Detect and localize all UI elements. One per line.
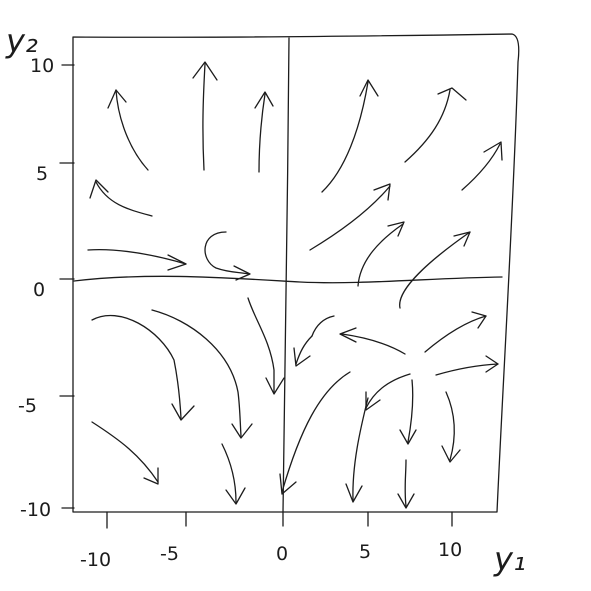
arrow-lr-3 xyxy=(424,311,487,353)
y-tick-label--10: -10 xyxy=(20,499,51,521)
arrow-ul-2 xyxy=(192,61,218,171)
arrow-ll-4 xyxy=(91,421,159,485)
y-tick-label-0: 0 xyxy=(33,279,45,301)
arrow-ll-3 xyxy=(247,297,285,395)
arrow-ur-1 xyxy=(321,79,379,193)
y1-axis-line xyxy=(73,275,503,284)
arrow-ll-1 xyxy=(91,314,195,421)
arrow-lr-9 xyxy=(441,391,461,463)
arrow-lr-6 xyxy=(365,373,411,411)
y-axis-label: y₂ xyxy=(5,22,38,60)
arrow-lr-4 xyxy=(435,355,499,376)
y-tick-label--5: -5 xyxy=(18,395,37,417)
arrow-ll-2 xyxy=(151,309,253,439)
arrow-lr-5 xyxy=(279,371,351,495)
x-axis-label: y₁ xyxy=(493,540,526,578)
arrow-ll-5 xyxy=(221,443,246,505)
arrow-ul-5 xyxy=(87,249,187,271)
x-tick-label-5: 5 xyxy=(359,541,371,563)
arrow-lr-1 xyxy=(293,315,335,367)
arrow-ul-4 xyxy=(89,179,153,217)
arrow-ur-3 xyxy=(461,141,503,191)
arrow-lr-10 xyxy=(397,459,415,509)
x-tick-label--10: -10 xyxy=(80,549,111,571)
arrow-ur-2 xyxy=(404,87,467,163)
arrow-ur-4 xyxy=(309,183,391,251)
x-tick-label-0: 0 xyxy=(276,543,288,565)
arrow-ul-3 xyxy=(254,91,274,173)
x-tick-label--5: -5 xyxy=(160,543,179,565)
y-tick-label-10: 10 xyxy=(30,55,54,77)
arrow-lr-2 xyxy=(339,327,406,355)
x-tick-label-10: 10 xyxy=(438,539,462,561)
arrow-ul-1 xyxy=(107,89,149,171)
arrow-ul-6 xyxy=(204,231,251,281)
arrow-ur-5 xyxy=(357,221,405,287)
arrow-lr-8 xyxy=(399,379,417,445)
y-tick-label-5: 5 xyxy=(36,163,48,185)
arrow-lr-7 xyxy=(345,397,369,503)
arrow-ur-6 xyxy=(399,231,471,309)
y2-axis-line xyxy=(282,37,290,513)
plot-frame xyxy=(72,33,520,513)
